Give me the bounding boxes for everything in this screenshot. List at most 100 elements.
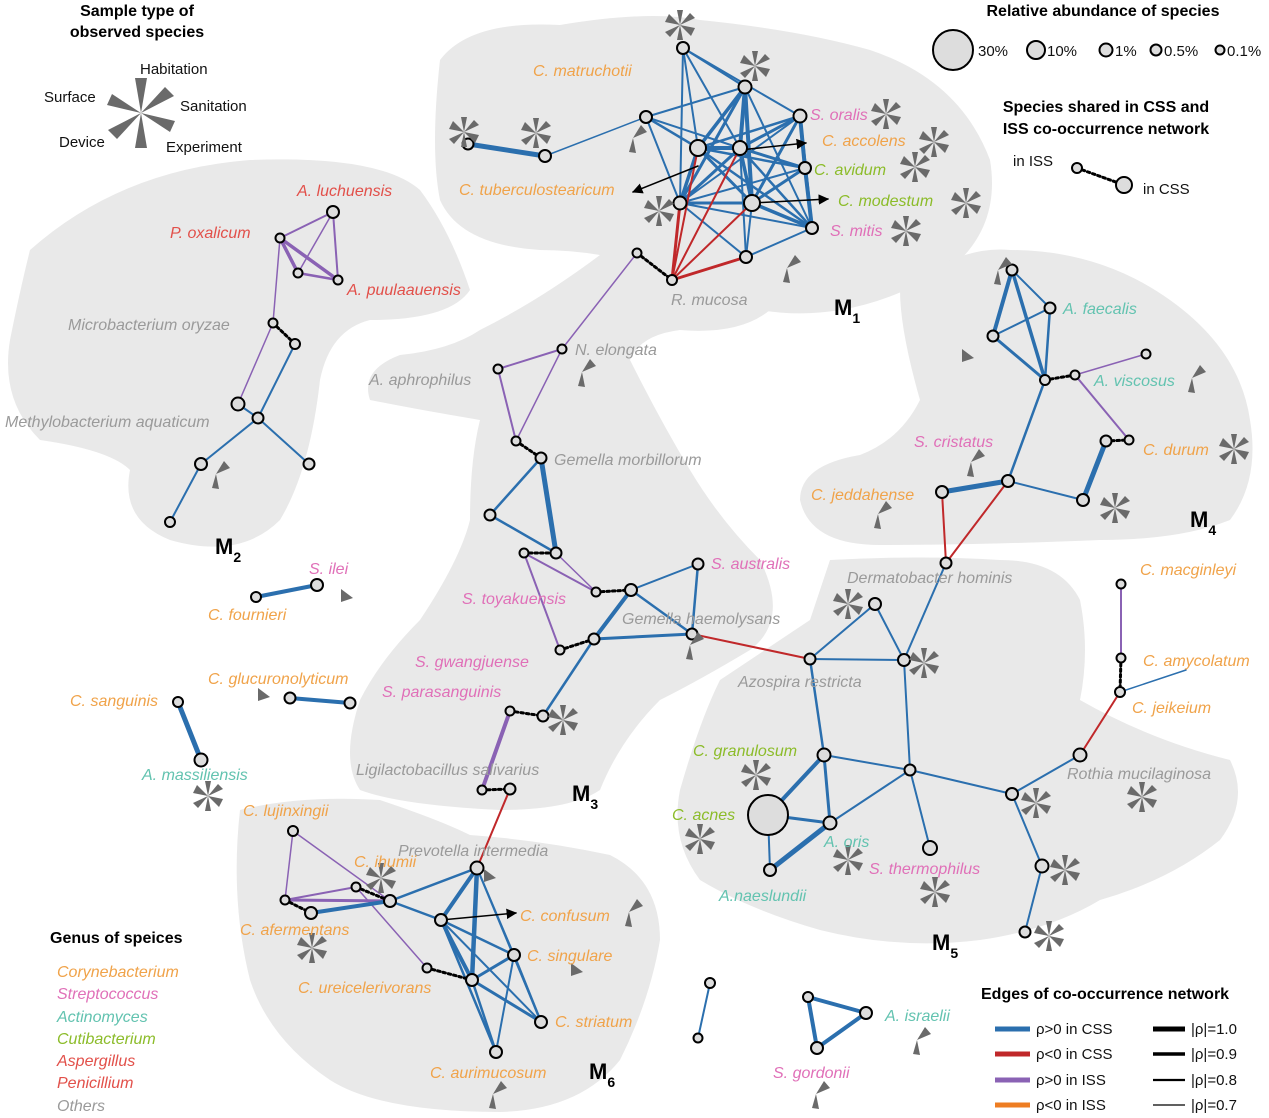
species-label: Gemella haemolysans bbox=[622, 611, 780, 628]
module-m4-region bbox=[800, 249, 1253, 545]
module-m2-region bbox=[8, 159, 470, 547]
species-label: S. ilei bbox=[309, 561, 349, 578]
edge-type-label: ρ>0 in CSS bbox=[1036, 1021, 1113, 1038]
edges-legend: Edges of co-occurrence network ρ>0 in CS… bbox=[981, 986, 1237, 1114]
genus-item: Streptococcus bbox=[57, 986, 158, 1003]
module-label-m1: M1 bbox=[834, 295, 860, 326]
abundance-circle-01 bbox=[1214, 44, 1226, 56]
edge-type-label: ρ>0 in ISS bbox=[1036, 1072, 1106, 1089]
abundance-label: 10% bbox=[1047, 43, 1077, 60]
abundance-legend: Relative abundance of species 30% 10% 1%… bbox=[932, 3, 1261, 71]
abundance-circle-30 bbox=[932, 29, 974, 71]
species-label: C. acnes bbox=[672, 807, 735, 824]
shared-in-css: in CSS bbox=[1143, 181, 1190, 198]
edges-title: Edges of co-occurrence network bbox=[981, 986, 1229, 1003]
species-label: C. jeddahense bbox=[811, 487, 914, 504]
species-label: S. cristatus bbox=[914, 434, 993, 451]
shared-species-legend: Species shared in CSS and ISS co-occurre… bbox=[1003, 99, 1209, 198]
species-label: S. parasanguinis bbox=[382, 684, 501, 701]
species-label: A. aphrophilus bbox=[368, 372, 471, 389]
module-label-m5: M5 bbox=[932, 930, 958, 961]
species-label: S. australis bbox=[711, 556, 790, 573]
edge-width-label: |ρ|=0.8 bbox=[1191, 1072, 1237, 1089]
genus-item: Actinomyces bbox=[56, 1009, 148, 1026]
species-label: C. avidum bbox=[814, 162, 886, 179]
sample-type-legend: Sample type of observed species Habitati… bbox=[44, 3, 247, 156]
species-label: N. elongata bbox=[575, 342, 657, 359]
species-label: C. jeikeium bbox=[1132, 700, 1211, 717]
abundance-title: Relative abundance of species bbox=[987, 3, 1220, 20]
species-label: A. oris bbox=[823, 834, 869, 851]
species-label: Dermatobacter hominis bbox=[847, 570, 1012, 587]
sample-type-pinwheel-icon bbox=[107, 78, 175, 148]
edge-type-label: ρ<0 in ISS bbox=[1036, 1097, 1106, 1114]
genus-item: Aspergillus bbox=[56, 1053, 135, 1070]
species-label: C. singulare bbox=[527, 948, 612, 965]
species-label: C. striatum bbox=[555, 1014, 632, 1031]
species-label: C. confusum bbox=[520, 908, 610, 925]
genus-legend: Genus of speices Corynebacterium Strepto… bbox=[50, 930, 183, 1115]
species-label: S. toyakuensis bbox=[462, 591, 566, 608]
module-label-m2: M2 bbox=[215, 534, 241, 565]
species-label: Microbacterium oryzae bbox=[68, 317, 230, 334]
species-label: C. macginleyi bbox=[1140, 562, 1236, 579]
abundance-label: 0.1% bbox=[1227, 43, 1261, 60]
species-label: C. granulosum bbox=[693, 743, 797, 760]
species-label: A.naeslundii bbox=[718, 888, 807, 905]
shared-title: Species shared in CSS and bbox=[1003, 99, 1209, 116]
edge-width-label: |ρ|=0.9 bbox=[1191, 1046, 1237, 1063]
genus-item: Penicillium bbox=[57, 1075, 133, 1092]
species-label: Methylobacterium aquaticum bbox=[5, 414, 210, 431]
module-m5-region bbox=[677, 557, 1238, 944]
species-label: C. matruchotii bbox=[533, 63, 632, 80]
species-label: A. faecalis bbox=[1062, 301, 1137, 318]
sample-type-sanitation: Sanitation bbox=[180, 98, 247, 115]
species-label: C. modestum bbox=[838, 193, 933, 210]
species-label: P. oxalicum bbox=[170, 225, 251, 242]
species-label: Azospira restricta bbox=[737, 674, 862, 691]
abundance-circle-1 bbox=[1098, 42, 1114, 58]
species-label: A. massiliensis bbox=[141, 767, 248, 784]
species-label: Prevotella intermedia bbox=[398, 843, 548, 860]
module-m3-region bbox=[350, 253, 773, 810]
species-label: A. israelii bbox=[884, 1008, 950, 1025]
species-label: S. gwangjuense bbox=[415, 654, 529, 671]
species-label: Ligilactobacillus salivarius bbox=[356, 762, 539, 779]
species-label: C. lujinxingii bbox=[243, 803, 329, 820]
sample-type-title: observed species bbox=[70, 24, 204, 41]
species-label: C. tuberculostearicum bbox=[459, 182, 615, 199]
edge-type-label: ρ<0 in CSS bbox=[1036, 1046, 1113, 1063]
abundance-label: 0.5% bbox=[1164, 43, 1198, 60]
module-label-m6: M6 bbox=[589, 1059, 615, 1090]
species-label: C. aurimucosum bbox=[430, 1065, 546, 1082]
sample-type-title: Sample type of bbox=[80, 3, 194, 20]
species-label: C. amycolatum bbox=[1143, 653, 1250, 670]
sample-type-habitation: Habitation bbox=[140, 61, 208, 78]
edge-width-label: |ρ|=1.0 bbox=[1191, 1021, 1237, 1038]
species-label: C. afermentans bbox=[240, 922, 349, 939]
module-m6-region bbox=[236, 798, 660, 1112]
sample-type-device: Device bbox=[59, 134, 105, 151]
species-label: R. mucosa bbox=[671, 292, 748, 309]
abundance-label: 1% bbox=[1115, 43, 1137, 60]
species-label: S. mitis bbox=[830, 223, 882, 240]
species-label: C. durum bbox=[1143, 442, 1209, 459]
shared-in-iss: in ISS bbox=[1013, 153, 1053, 170]
species-label: C. fournieri bbox=[208, 607, 287, 624]
edge-width-label: |ρ|=0.7 bbox=[1191, 1097, 1237, 1114]
species-label: C. sanguinis bbox=[70, 693, 158, 710]
shared-title: ISS co-occurrence network bbox=[1003, 121, 1209, 138]
sample-type-experiment: Experiment bbox=[166, 139, 243, 156]
species-label: S. thermophilus bbox=[869, 861, 980, 878]
module-label-m3: M3 bbox=[572, 781, 598, 812]
species-label: C. ureicelerivorans bbox=[298, 980, 431, 997]
module-label-m4: M4 bbox=[1190, 507, 1216, 538]
genus-title: Genus of speices bbox=[50, 930, 183, 947]
genus-item: Cutibacterium bbox=[57, 1031, 156, 1048]
sample-type-surface: Surface bbox=[44, 89, 96, 106]
species-label: Gemella morbillorum bbox=[554, 452, 702, 469]
genus-item: Corynebacterium bbox=[57, 964, 179, 981]
abundance-circle-05 bbox=[1149, 43, 1163, 57]
species-label: C. glucuronolyticum bbox=[208, 671, 349, 688]
